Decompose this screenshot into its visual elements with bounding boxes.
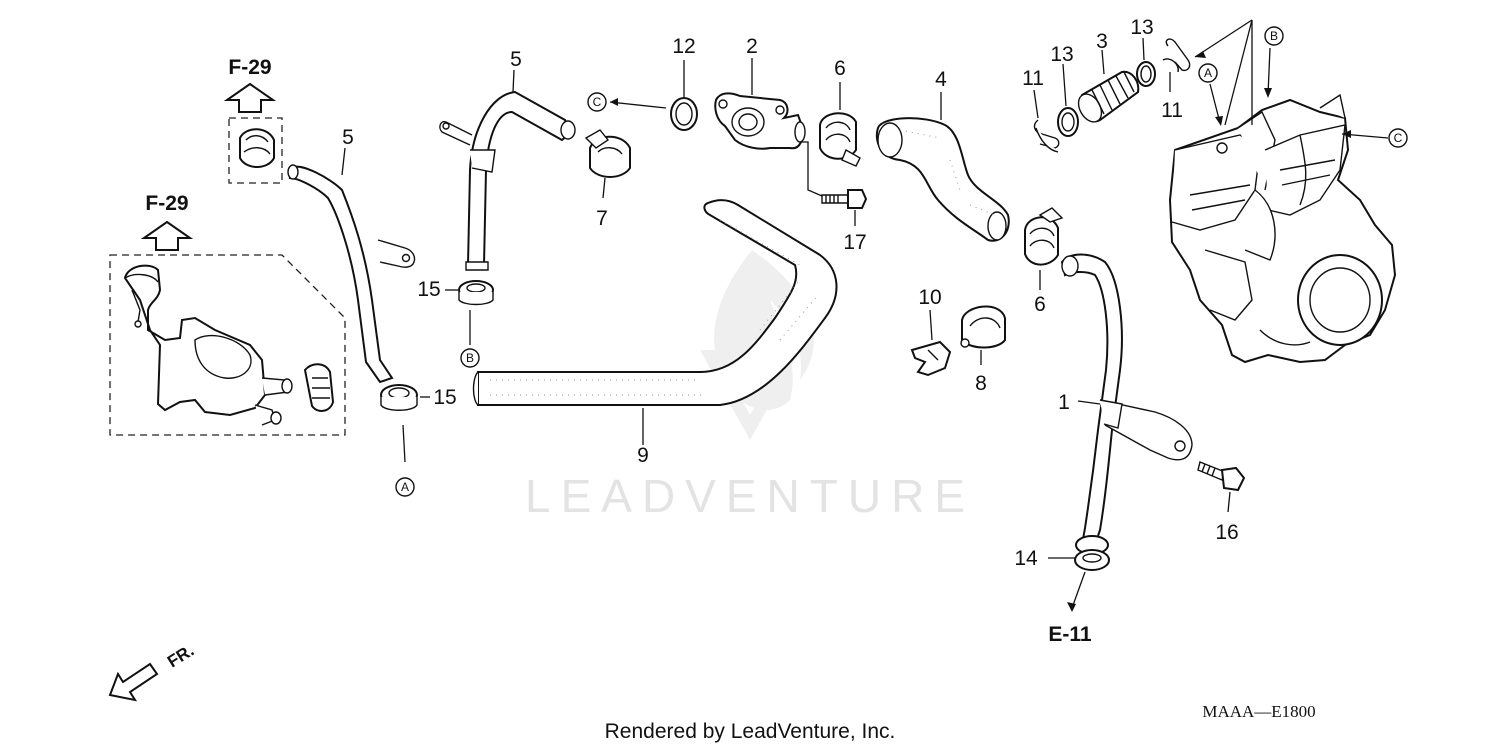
clamp-7 <box>584 129 631 178</box>
connection-marker-a-lower: A <box>395 477 415 497</box>
callout-5-middle: 5 <box>510 48 522 71</box>
callout-12: 12 <box>672 35 695 58</box>
callout-3: 3 <box>1096 30 1108 53</box>
callout-13-left: 13 <box>1050 43 1073 66</box>
svg-text:A: A <box>401 480 409 494</box>
grommet-14 <box>1074 535 1110 571</box>
o-ring-13-right <box>1136 61 1156 87</box>
callout-13-right: 13 <box>1130 16 1153 39</box>
connection-marker-c-engine: C <box>1388 128 1408 148</box>
callout-14: 14 <box>1014 547 1038 570</box>
pipe-5-middle <box>439 90 576 271</box>
clamp-6-upper <box>819 112 861 167</box>
svg-text:C: C <box>593 95 602 109</box>
connection-marker-c-left: C <box>587 92 607 112</box>
housing-2 <box>714 92 806 150</box>
up-arrow-icon <box>223 82 277 113</box>
callout-5-left: 5 <box>342 126 354 149</box>
hose-clamp-icon <box>239 128 275 168</box>
watermark-text: LEADVENTURE <box>525 470 975 522</box>
footer-credit: Rendered by LeadVenture, Inc. <box>605 720 896 743</box>
pipe-1 <box>1060 253 1193 546</box>
clamp-6-lower <box>1024 207 1064 266</box>
valve-assembly-group <box>109 254 346 436</box>
clip-box-group: F-29 <box>223 56 283 184</box>
o-ring-13-left <box>1057 107 1079 137</box>
callout-6-lower: 6 <box>1034 293 1046 316</box>
callout-15-upper: 15 <box>417 278 440 301</box>
ref-f29-left-label: F-29 <box>145 192 188 215</box>
direction-arrow-icon <box>108 662 159 702</box>
valve-body-icon <box>123 264 293 426</box>
callout-7: 7 <box>596 207 608 230</box>
clip-11-right <box>1162 38 1191 73</box>
ref-f29-top-label: F-29 <box>228 56 271 79</box>
clip-10 <box>910 340 952 377</box>
connection-marker-b-middle: B <box>460 348 480 368</box>
svg-text:B: B <box>466 351 474 365</box>
connection-marker-a-engine: A <box>1198 63 1218 83</box>
diagram-code: MAAA—E1800 <box>1202 702 1315 721</box>
front-direction: FR. <box>108 641 197 702</box>
bolt-16 <box>1197 461 1246 492</box>
callout-1: 1 <box>1058 391 1070 414</box>
callout-4: 4 <box>935 68 947 91</box>
connector-3 <box>1077 70 1140 123</box>
svg-text:A: A <box>1204 66 1212 80</box>
callout-16: 16 <box>1215 521 1238 544</box>
up-arrow-icon <box>140 220 194 251</box>
grommet-15-lower <box>380 384 418 411</box>
o-ring-12 <box>670 97 698 131</box>
clip-11-left <box>1033 119 1060 153</box>
bolt-17 <box>821 189 868 209</box>
callout-10: 10 <box>918 286 941 309</box>
callout-11-left: 11 <box>1022 67 1044 90</box>
callout-8: 9 <box>637 444 649 467</box>
engine-block <box>1168 93 1397 364</box>
callout-6-upper: 6 <box>834 57 846 80</box>
front-direction-label: FR. <box>164 641 197 672</box>
pipe-5-left <box>287 164 416 384</box>
callout-17: 17 <box>843 231 866 254</box>
connection-marker-b-engine: B <box>1264 26 1284 46</box>
callout-9: 8 <box>975 372 987 395</box>
dashed-box-clip <box>228 117 283 184</box>
callout-15-lower: 15 <box>433 386 456 409</box>
grommet-15-upper <box>458 280 494 306</box>
hose-clamp-icon <box>303 363 335 412</box>
svg-text:C: C <box>1394 131 1403 145</box>
clamp-9 <box>960 305 1006 349</box>
hose-4 <box>875 117 1010 242</box>
ref-e11-label: E-11 <box>1048 623 1092 646</box>
hose-8 <box>472 199 838 406</box>
callout-11-right: 11 <box>1161 99 1183 122</box>
svg-text:B: B <box>1270 29 1278 43</box>
reference-f29-left: F-29 <box>140 192 194 251</box>
callout-2: 2 <box>746 35 758 58</box>
